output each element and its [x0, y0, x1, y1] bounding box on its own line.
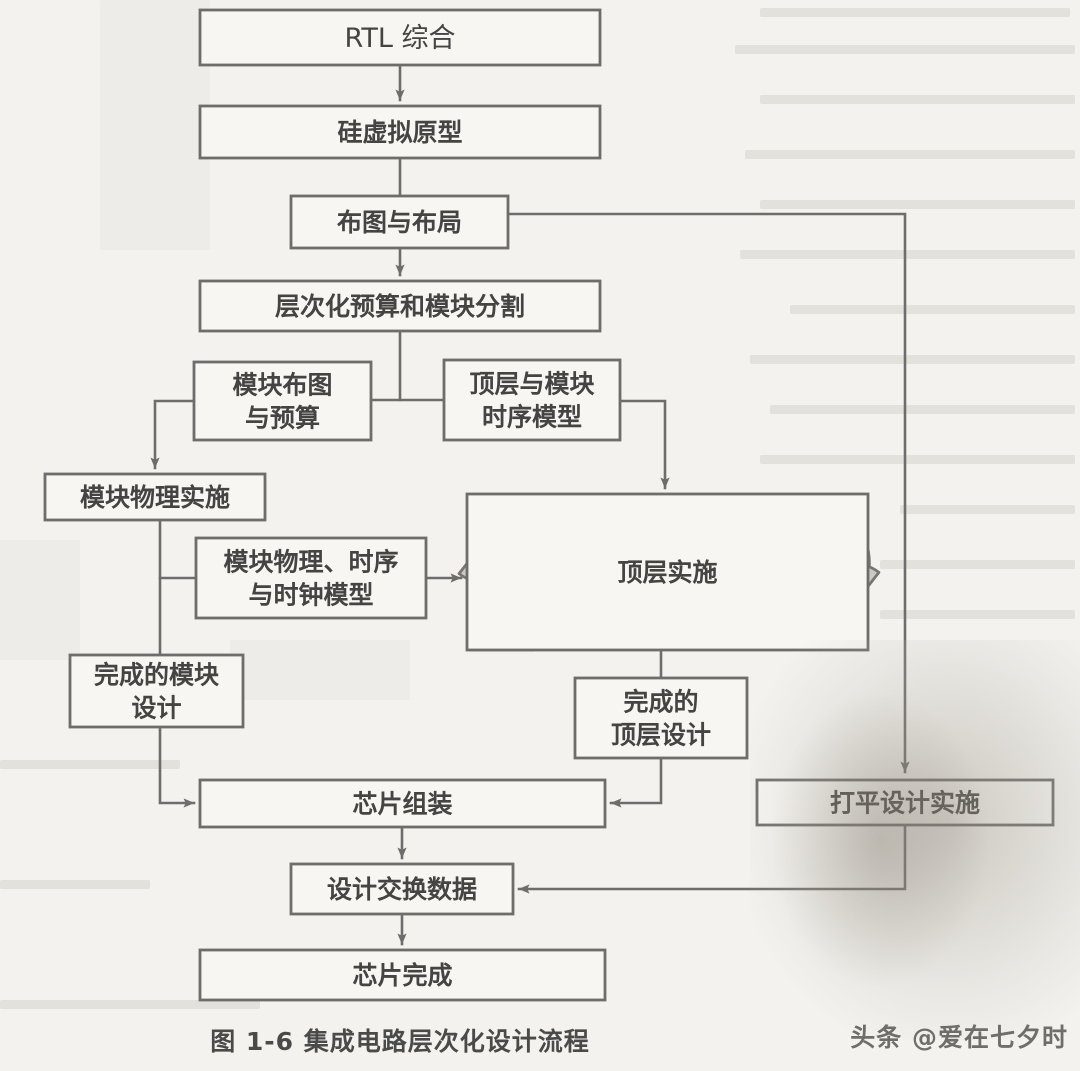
flow-node-box	[465, 492, 870, 652]
flow-node-blkimpl: 模块物理实施	[43, 472, 267, 522]
flow-node-budget: 层次化预算和模块分割	[198, 279, 602, 333]
flow-node-box	[442, 358, 622, 442]
flow-node-exchange: 设计交换数据	[289, 862, 515, 916]
flow-node-label: 模块物理实施	[80, 483, 230, 512]
flow-node-box	[198, 104, 602, 160]
flow-node-box	[198, 778, 607, 829]
flow-node-box	[43, 472, 267, 522]
edge-topdone-to-chipasm	[609, 756, 663, 808]
flow-node-label: 芯片完成	[352, 961, 452, 990]
flow-node-label: 顶层与模块	[469, 370, 594, 399]
flow-node-box	[198, 279, 602, 333]
flow-node-label: 设计交换数据	[327, 875, 477, 904]
flow-node-label: 与时钟模型	[248, 581, 373, 610]
flow-node-label: 硅虚拟原型	[337, 118, 462, 147]
flow-node-label: 顶层设计	[611, 721, 711, 750]
flow-node-box	[194, 536, 428, 620]
flow-node-chipasm: 芯片组装	[198, 778, 607, 829]
flow-node-box	[68, 653, 245, 729]
flow-node-box	[573, 676, 749, 760]
flow-node-topimpl: 顶层实施	[465, 492, 870, 652]
flow-node-floorplan: 布图与布局	[289, 194, 510, 250]
flow-node-label: 层次化预算和模块分割	[275, 292, 525, 321]
flow-node-box	[289, 194, 510, 250]
flow-node-box	[198, 8, 602, 67]
flow-node-rtl: RTL 综合	[198, 8, 602, 67]
edge-blkdone-to-chipasm	[158, 725, 196, 808]
edge-flatimpl-to-exchange	[517, 823, 907, 894]
edge-floorplan-to-flatimpl	[506, 212, 910, 774]
flow-node-siproto: 硅虚拟原型	[198, 104, 602, 160]
figure-caption: 图 1-6 集成电路层次化设计流程	[210, 1027, 590, 1056]
flow-node-flatimpl: 打平设计实施	[755, 778, 1055, 827]
flow-node-box	[755, 778, 1055, 827]
flow-node-label: 顶层实施	[617, 558, 717, 587]
flow-node-label: 芯片组装	[352, 790, 452, 819]
edge-toptiming-to-topimpl	[618, 399, 670, 490]
edge-blkplan-to-blkimpl	[150, 399, 196, 470]
flow-node-label: 时序模型	[482, 403, 582, 432]
flow-node-label: 完成的模块	[94, 661, 219, 690]
flow-node-label: 完成的	[623, 688, 698, 717]
flow-node-label: 模块物理、时序	[223, 548, 398, 577]
flow-node-label: 模块布图	[232, 371, 332, 400]
flow-node-chipdone: 芯片完成	[198, 948, 607, 1002]
flow-node-box	[198, 948, 607, 1002]
flow-node-box	[289, 862, 515, 916]
flow-node-label: RTL 综合	[345, 23, 456, 54]
flow-node-label: 布图与布局	[337, 208, 462, 237]
flow-node-label: 打平设计实施	[830, 789, 980, 818]
flow-node-label: 与预算	[245, 404, 320, 433]
flow-node-box	[192, 360, 373, 442]
flow-node-label: 设计	[131, 694, 181, 723]
watermark-label: 头条 @爱在七夕时	[850, 1023, 1068, 1052]
